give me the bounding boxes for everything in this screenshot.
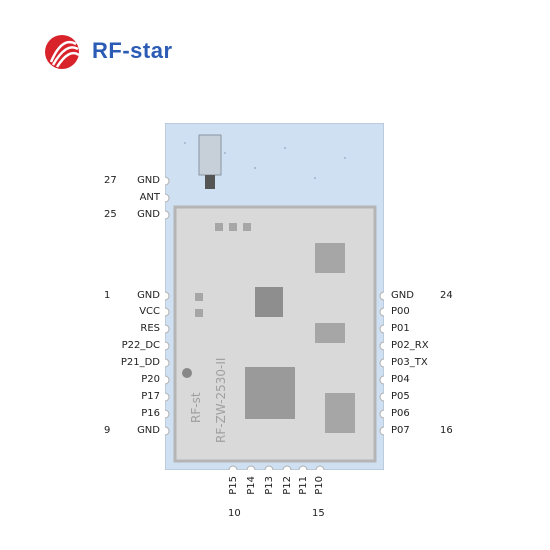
bottom-pin-label: P13 (264, 476, 275, 495)
right-pin-label: P02_RX (391, 340, 429, 351)
right-pin-number: 24 (440, 290, 453, 301)
bottom-pin-label: P14 (246, 476, 257, 495)
right-pin-number: 16 (440, 425, 453, 436)
left-pin-label: P17 (141, 391, 160, 402)
right-pin-label: P05 (391, 391, 410, 402)
module-model: RF-ZW-2530-II (214, 358, 228, 443)
left-pin-number: 25 (104, 209, 117, 220)
left-pin-number: 27 (104, 175, 117, 186)
left-pin-label: GND (137, 425, 160, 436)
left-pin-label: P22_DC (121, 340, 160, 351)
bottom-pin-number-last: 15 (312, 508, 325, 519)
left-pin-label: GND (137, 209, 160, 220)
left-pin-label: P16 (141, 408, 160, 419)
left-pin-number: 9 (104, 425, 111, 436)
right-pin-label: P01 (391, 323, 410, 334)
left-pin-label: P21_DD (120, 357, 160, 368)
bottom-pin-label: P11 (298, 476, 309, 495)
right-pin-label: GND (391, 290, 414, 301)
left-pin-label: ANT (139, 192, 160, 203)
brand-name: RF-star (92, 38, 173, 63)
right-pin-label: P06 (391, 408, 410, 419)
left-pin-label: VCC (139, 306, 160, 317)
right-pin-label: P03_TX (391, 357, 428, 368)
left-pin-label: GND (137, 175, 160, 186)
right-pin-label: P04 (391, 374, 410, 385)
bottom-pin-number-first: 10 (228, 508, 241, 519)
left-pin-label: RES (140, 323, 160, 334)
left-pin-label: GND (137, 290, 160, 301)
right-pin-label: P00 (391, 306, 410, 317)
bottom-pin-label: P10 (314, 476, 325, 495)
module-board: RF-st RF-ZW-2530-II (165, 123, 384, 470)
right-pin-label: P07 (391, 425, 410, 436)
left-pin-label: P20 (141, 374, 160, 385)
bottom-pin-label: P12 (282, 476, 293, 495)
left-pin-number: 1 (104, 290, 111, 301)
module-mark: RF-st (189, 392, 203, 423)
rf-star-logo-icon (45, 35, 80, 69)
bottom-pin-label: P15 (228, 476, 239, 495)
